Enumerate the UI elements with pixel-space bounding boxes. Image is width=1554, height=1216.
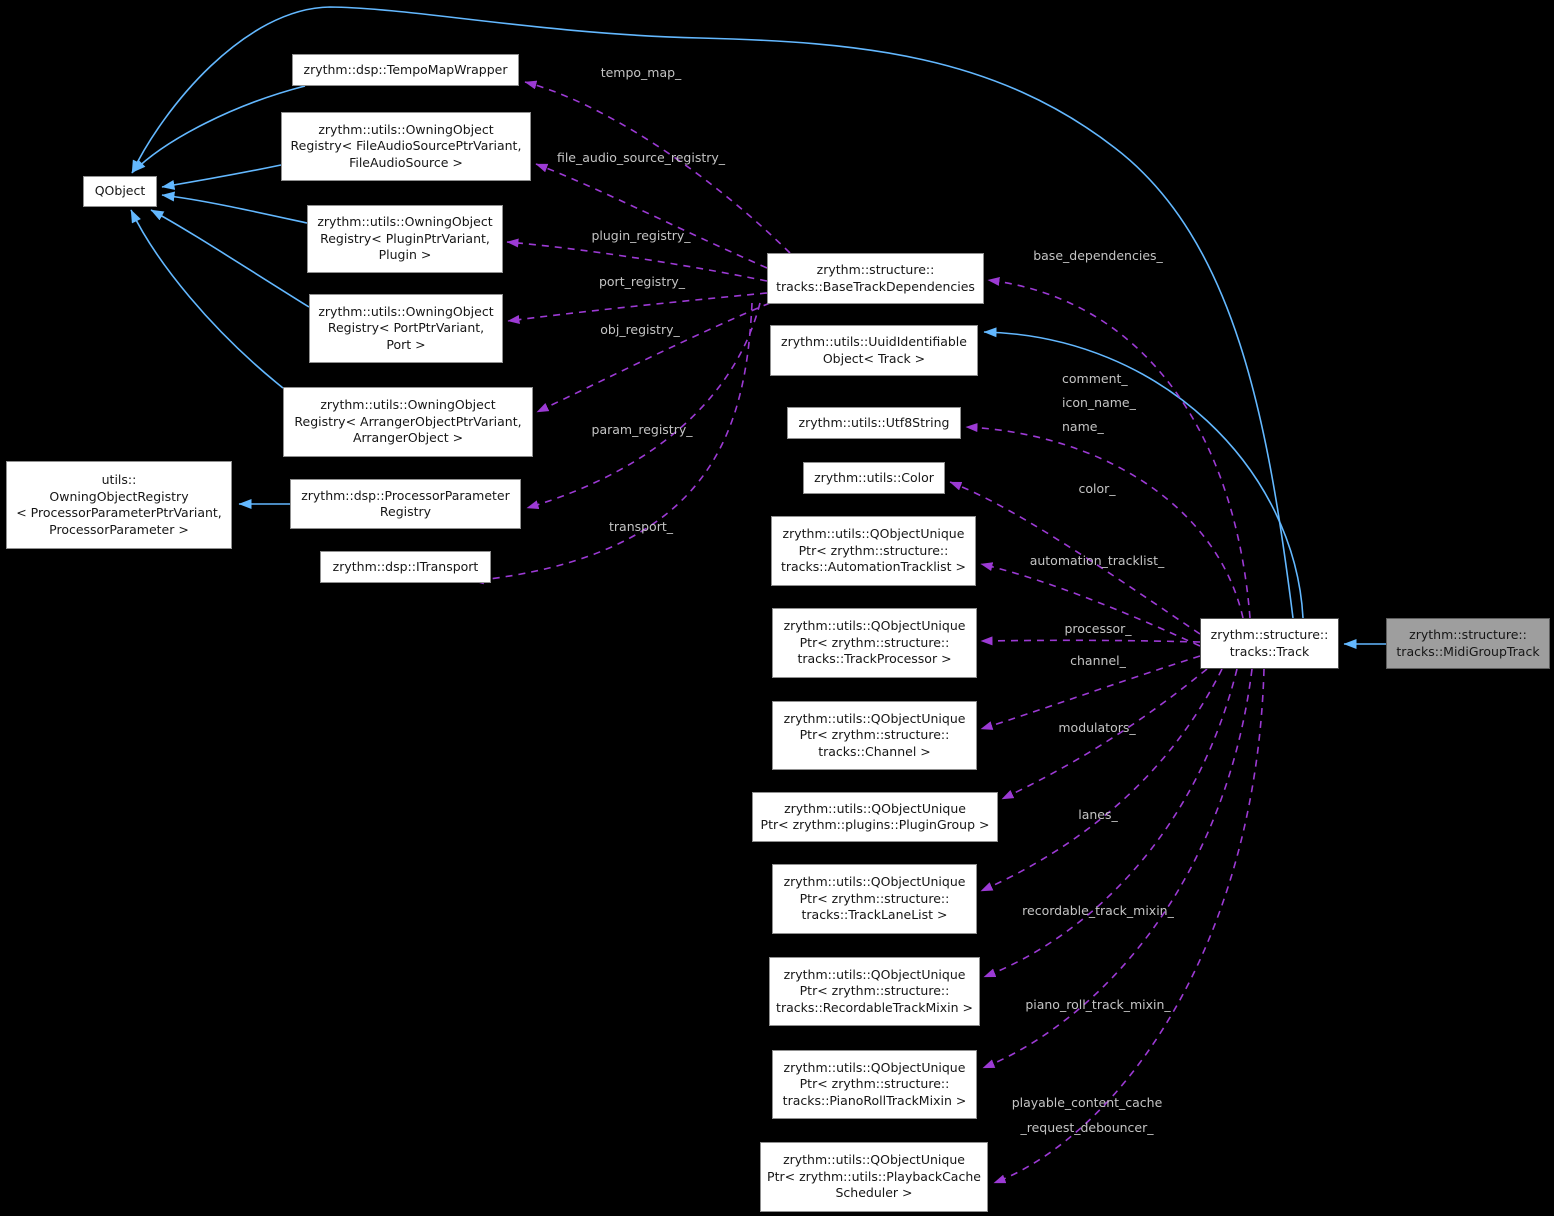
edge-track-to-plugingroup [1001,668,1208,800]
class-node-processor-parameter-registry[interactable]: zrythm::dsp::ProcessorParameter Registry [290,479,521,529]
edge-pluginregistry-to-qobject [161,191,308,224]
edge-track-to-trackprocessor [980,636,1201,646]
edge-portregistry-to-qobject [150,209,310,308]
edge-label-port-registry: port_registry_ [598,274,686,289]
edge-basedeps-to-arrangerregistry [536,302,771,413]
class-node-ptr-track-processor[interactable]: zrythm::utils::QObjectUnique Ptr< zrythm… [772,608,977,678]
edge-label-color: color_ [1078,481,1116,496]
edge-arrangerregistry-to-qobject [130,209,284,389]
class-node-ptr-piano-roll-track-mixin[interactable]: zrythm::utils::QObjectUnique Ptr< zrythm… [772,1050,977,1119]
edge-label-base-dependencies: base_dependencies_ [1033,248,1163,263]
class-node-ptr-recordable-track-mixin[interactable]: zrythm::utils::QObjectUnique Ptr< zrythm… [769,957,980,1026]
class-node-ptr-channel[interactable]: zrythm::utils::QObjectUnique Ptr< zrythm… [772,701,977,770]
edge-label-channel: channel_ [1070,653,1126,668]
class-node-ptr-playback-cache-scheduler[interactable]: zrythm::utils::QObjectUnique Ptr< zrythm… [760,1142,988,1212]
edge-basedeps-to-fileaudioregistry [535,163,768,269]
edge-fileaudioregistry-to-qobject [161,164,282,190]
class-node-color[interactable]: zrythm::utils::Color [803,462,945,494]
edge-label-piano-roll-track-mixin: piano_roll_track_mixin_ [1025,997,1171,1012]
class-node-arranger-object-registry[interactable]: zrythm::utils::OwningObject Registry< Ar… [283,387,533,457]
edge-label-playable-content-cache-request-debouncer: playable_content_cache _request_debounce… [1011,1095,1163,1135]
edge-tempomapwrapper-to-qobject [132,85,306,173]
class-node-itransport[interactable]: zrythm::dsp::ITransport [320,551,491,583]
class-node-tempo-map-wrapper[interactable]: zrythm::dsp::TempoMapWrapper [292,54,519,86]
edge-track-to-basedeps [987,276,1251,619]
edge-label-obj-registry: obj_registry_ [600,322,680,337]
edge-track-to-utf8string [965,423,1244,619]
edge-track-to-automationtracklist [980,562,1201,647]
class-node-utf8-string[interactable]: zrythm::utils::Utf8String [787,407,961,439]
edge-label-file-audio-source-registry: file_audio_source_registry_ [556,150,726,165]
edge-track-to-tracklanelist [980,668,1223,892]
edge-basedeps-to-portregistry [507,292,768,324]
class-node-plugin-registry[interactable]: zrythm::utils::OwningObject Registry< Pl… [307,205,503,273]
class-node-ptr-plugin-group[interactable]: zrythm::utils::QObjectUnique Ptr< zrythm… [752,792,998,842]
edge-track-to-playbackcache [993,668,1265,1184]
edge-basedeps-to-pluginregistry [506,238,768,282]
class-node-base-track-dependencies[interactable]: zrythm::structure:: tracks::BaseTrackDep… [767,253,984,304]
class-node-ptr-track-lane-list[interactable]: zrythm::utils::QObjectUnique Ptr< zrythm… [772,864,977,934]
edge-track-to-recordablemixin [983,668,1238,978]
class-node-qobject[interactable]: QObject [83,176,157,207]
edge-label-transport: transport_ [608,519,674,534]
edge-label-comment-iconname-name: comment_ icon_name_ name_ [1062,371,1136,434]
edge-label-recordable-track-mixin: recordable_track_mixin_ [1022,903,1174,918]
class-node-ptr-automation-tracklist[interactable]: zrythm::utils::QObjectUnique Ptr< zrythm… [771,516,976,586]
edge-basedeps-to-itransport [471,302,753,585]
edge-label-processor: processor_ [1064,621,1132,636]
class-node-track[interactable]: zrythm::structure:: tracks::Track [1200,618,1339,669]
edge-track-to-uuididentifiable [983,327,1304,619]
edge-label-tempo-map: tempo_map_ [600,65,682,80]
class-node-uuid-identifiable-object[interactable]: zrythm::utils::UuidIdentifiable Object< … [770,325,978,376]
edge-label-lanes: lanes_ [1078,807,1118,822]
edge-track-to-color [949,481,1201,635]
edge-label-plugin-registry: plugin_registry_ [591,228,691,243]
class-node-midi-group-track: zrythm::structure:: tracks::MidiGroupTra… [1386,618,1550,669]
edge-label-modulators: modulators_ [1058,720,1136,735]
edge-label-automation-tracklist: automation_tracklist_ [1029,553,1165,568]
edge-basedeps-to-procparamregistry [526,302,761,510]
class-node-port-registry[interactable]: zrythm::utils::OwningObject Registry< Po… [309,294,503,363]
edge-label-param-registry: param_registry_ [591,422,693,437]
edge-basedeps-to-tempomap [524,80,791,254]
edge-track-to-pianorollmixin [982,668,1253,1069]
class-node-file-audio-source-registry[interactable]: zrythm::utils::OwningObject Registry< Fi… [281,112,531,181]
edge-track-to-qobject [131,6,1294,619]
class-node-processor-parameter-owning-registry[interactable]: utils:: OwningObjectRegistry < Processor… [6,461,232,549]
